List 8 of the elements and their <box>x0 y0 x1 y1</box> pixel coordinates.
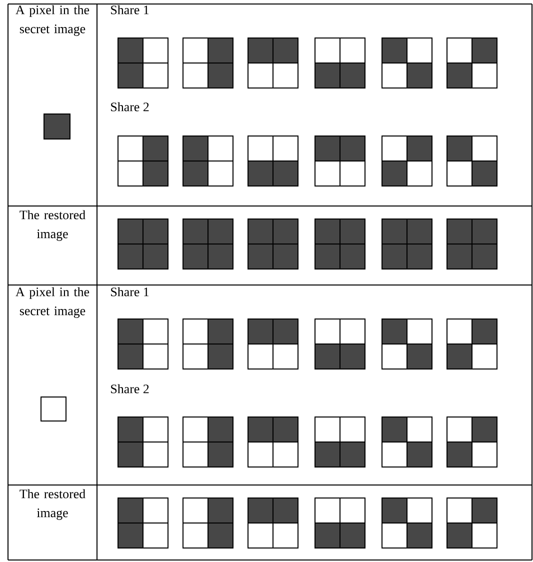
row-heading: A pixel in the secret image <box>16 287 90 318</box>
share-label: Share 2 <box>111 384 149 394</box>
row-heading: The restored image <box>20 489 86 520</box>
row-heading: A pixel in the secret image <box>16 5 90 36</box>
share-label: Share 2 <box>111 102 149 112</box>
row-heading: The restored image <box>20 210 86 241</box>
share-label: Share 1 <box>111 287 149 296</box>
share-label: Share 1 <box>111 5 149 14</box>
